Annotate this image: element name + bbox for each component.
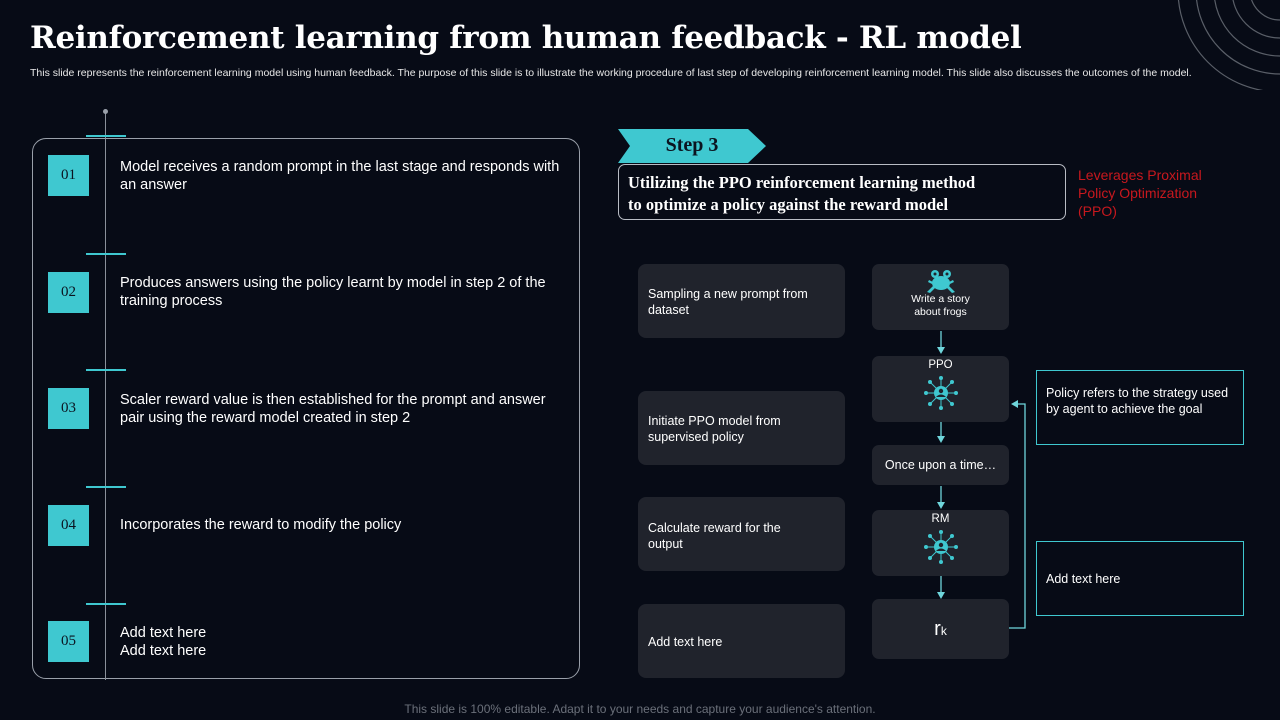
timeline-tick: [86, 135, 126, 137]
timeline-tick: [86, 486, 126, 488]
leverage-note: Leverages Proximal Policy Optimization (…: [1078, 167, 1202, 219]
step-number-03: 03: [48, 388, 89, 429]
output-text: Once upon a time…: [884, 458, 997, 472]
policy-note: Policy refers to the strategy used by ag…: [1046, 386, 1229, 416]
add-text-note-box: [1036, 541, 1244, 616]
description-text: Calculate reward for the output: [648, 521, 781, 551]
reward-subscript: k: [940, 624, 947, 638]
reward-box: [872, 599, 1009, 659]
neural-network-icon: [924, 376, 958, 410]
reward-text: rk: [872, 618, 1009, 641]
prompt-box: [872, 264, 1009, 330]
step-text-05-line2: Add text here: [120, 643, 207, 659]
frog-icon: [927, 270, 955, 293]
step3-badge: [618, 129, 766, 163]
timeline-tick: [86, 603, 126, 605]
step-text-03: Scaler reward value is then established …: [120, 392, 546, 426]
timeline-dot: [103, 109, 108, 114]
description-text: Sampling a new prompt from dataset: [648, 287, 808, 317]
step-text-02: Produces answers using the policy learnt…: [120, 275, 546, 309]
footer-note: This slide is 100% editable. Adapt it to…: [404, 702, 876, 716]
step-number-01: 01: [48, 155, 89, 196]
description-box: [638, 391, 845, 465]
prompt-text: Write a story about frogs: [911, 293, 970, 318]
timeline-line: [105, 112, 106, 680]
step-number-04: 04: [48, 505, 89, 546]
add-text-note: Add text here: [1046, 572, 1121, 586]
neural-network-icon: [924, 530, 958, 564]
policy-note-box: [1036, 370, 1244, 445]
ppo-heading: Utilizing the PPO reinforcement learning…: [628, 172, 1028, 216]
description-box: [638, 497, 845, 571]
steps-panel: [32, 138, 580, 679]
arrow-down-icon: [937, 576, 945, 599]
ppo-heading-box: [618, 164, 1066, 220]
step3-label: Step 3: [665, 134, 719, 156]
rm-label: RM: [931, 513, 950, 525]
feedback-connector: [1009, 400, 1026, 629]
description-text: Add text here: [648, 635, 723, 649]
ppo-heading-line2: to optimize a policy against the reward …: [628, 195, 949, 214]
arrow-down-icon: [937, 331, 945, 354]
page-title: Reinforcement learning from human feedba…: [30, 20, 1022, 56]
step-text-01: Model receives a random prompt in the la…: [120, 159, 560, 193]
step-number-05: 05: [48, 621, 89, 662]
arrow-down-icon: [937, 486, 945, 509]
step-text-05: Add text here Add text here: [120, 624, 560, 660]
reward-symbol: r: [934, 618, 941, 640]
arrow-down-icon: [937, 422, 945, 443]
description-text: Initiate PPO model from supervised polic…: [648, 414, 781, 444]
ppo-label: PPO: [928, 359, 953, 371]
step-number-02: 02: [48, 272, 89, 313]
step-text-05-line1: Add text here: [120, 625, 207, 641]
timeline-tick: [86, 253, 126, 255]
ppo-heading-line1: Utilizing the PPO reinforcement learning…: [628, 173, 976, 192]
step-text-04: Incorporates the reward to modify the po…: [120, 517, 402, 533]
description-box: [638, 604, 845, 678]
timeline-tick: [86, 369, 126, 371]
output-box: [872, 445, 1009, 485]
description-box: [638, 264, 845, 338]
page-subtitle: This slide represents the reinforcement …: [30, 67, 1192, 79]
